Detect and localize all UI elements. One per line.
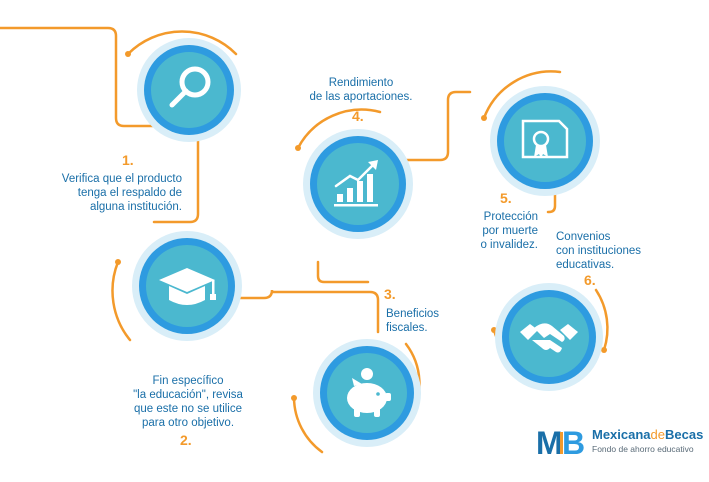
brand-name: MexicanadeBecas (592, 427, 703, 442)
connector-dot (481, 115, 487, 121)
brand-logo: M B MexicanadeBecas Fondo de ahorro educ… (536, 424, 703, 461)
step-5-text: Protección por muerte o invalidez. (480, 211, 538, 251)
step-1-number: 1. (122, 152, 134, 168)
step-2-circle (132, 231, 242, 341)
connector-dot (295, 145, 301, 151)
svg-text:M: M (536, 425, 563, 460)
step-1-text: Verifica que el producto tenga el respal… (61, 173, 182, 213)
brand-name-accent: de (650, 427, 666, 442)
mb-monogram-icon: M B (536, 425, 585, 461)
step-1-circle (137, 38, 241, 142)
growth-chart-icon (334, 174, 378, 207)
connector-dot (125, 51, 131, 57)
piggy-bank-icon (347, 368, 391, 417)
certificate-icon (521, 119, 569, 159)
connector-arc (296, 108, 382, 150)
step-3-number: 3. (384, 286, 396, 302)
step-2-text: Fin específico "la educación", revisa qu… (133, 375, 243, 429)
step-5-number: 5. (500, 190, 512, 206)
step-5-circle (490, 86, 600, 196)
step-4-text: Rendimiento de las aportaciones. (309, 77, 413, 103)
connector-arc (111, 260, 132, 342)
graduation-cap-icon (159, 268, 216, 305)
connector-path (546, 184, 557, 214)
step-6-text: Convenios con instituciones educativas. (556, 231, 642, 271)
svg-text:B: B (562, 425, 585, 460)
step-6-number: 6. (584, 272, 596, 288)
step-3-text: Beneficios fiscales. (386, 308, 440, 334)
brand-tagline: Fondo de ahorro educativo (592, 444, 694, 454)
step-3-circle (313, 339, 421, 447)
step-2-number: 2. (180, 432, 192, 448)
search-icon (169, 66, 211, 108)
connector-dot (291, 395, 297, 401)
connector-dot (601, 347, 607, 353)
connector-arc (482, 70, 562, 120)
step-6-circle (495, 283, 603, 391)
brand-name-main: Mexicana (592, 427, 651, 442)
connector-arc (292, 396, 324, 454)
connector-path (402, 90, 472, 162)
connector-dot (115, 259, 121, 265)
brand-name-end: Becas (665, 427, 704, 442)
step-4-number: 4. (352, 108, 364, 124)
connector-path (198, 289, 380, 334)
connector-arc (594, 288, 609, 352)
connector-path (316, 260, 370, 284)
step-4-circle (303, 129, 413, 239)
handshake-icon (520, 323, 578, 353)
connector-arc (126, 30, 238, 56)
